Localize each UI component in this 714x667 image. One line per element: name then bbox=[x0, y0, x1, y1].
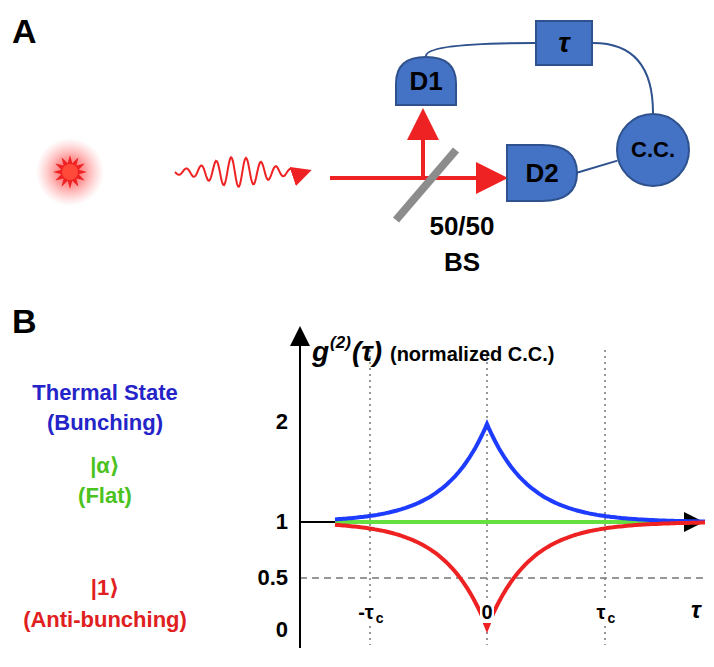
half-level-line bbox=[300, 577, 705, 579]
y-tick-label: 0 bbox=[276, 618, 288, 642]
node-label: τ bbox=[558, 28, 569, 59]
state-name: |1⟩ bbox=[91, 576, 119, 600]
beam-splitter bbox=[396, 150, 456, 220]
state-behaviour: (Flat) bbox=[78, 484, 132, 508]
source-glow bbox=[36, 138, 104, 206]
coincidence-counter: C.C. bbox=[616, 113, 690, 187]
single-photon-curve bbox=[335, 523, 705, 628]
axis-subtitle: (normalized C.C.) bbox=[390, 343, 554, 365]
signal-wire bbox=[593, 43, 653, 113]
splitter-name: BS bbox=[444, 248, 480, 277]
axis-title: (τ) bbox=[352, 337, 382, 368]
y-tick-label: 1 bbox=[276, 510, 288, 534]
node-label: C.C. bbox=[631, 138, 675, 162]
axis-title-superscript: (2) bbox=[330, 334, 351, 353]
y-tick-label: 0.5 bbox=[257, 566, 288, 590]
detector: D1 bbox=[395, 56, 457, 106]
signal-wire bbox=[426, 43, 535, 56]
signal-wire bbox=[576, 161, 618, 173]
x-tick-subscript: c bbox=[606, 611, 616, 626]
node-label: D2 bbox=[525, 159, 558, 188]
state-name: |α⟩ bbox=[90, 454, 120, 478]
thermal-curve bbox=[335, 424, 705, 522]
x-axis-title: τ bbox=[691, 597, 701, 623]
wave-packet bbox=[175, 157, 306, 186]
state-behaviour: (Bunching) bbox=[47, 411, 163, 435]
panel-letter: B bbox=[12, 303, 37, 340]
source-star bbox=[53, 155, 87, 189]
source-core bbox=[62, 164, 78, 180]
state-behaviour: (Anti-bunching) bbox=[23, 608, 187, 632]
node-label: D1 bbox=[409, 67, 442, 96]
state-name: Thermal State bbox=[32, 381, 178, 405]
detector: D2 bbox=[506, 144, 578, 202]
transmitted-beam bbox=[330, 176, 500, 180]
reflected-beam bbox=[421, 116, 425, 178]
y-tick-label: 2 bbox=[276, 410, 288, 434]
axis-title: g bbox=[312, 337, 329, 368]
light-source bbox=[53, 155, 87, 189]
x-tick-subscript: c bbox=[375, 611, 385, 626]
splitter-ratio: 50/50 bbox=[429, 212, 494, 241]
x-tick-label: 0 bbox=[480, 601, 493, 623]
x-tick-label: -τ bbox=[357, 601, 375, 623]
x-tick-label: τ bbox=[596, 601, 607, 623]
panel-letter: A bbox=[12, 13, 37, 50]
delay-box: τ bbox=[535, 20, 593, 66]
y-axis bbox=[299, 330, 301, 648]
